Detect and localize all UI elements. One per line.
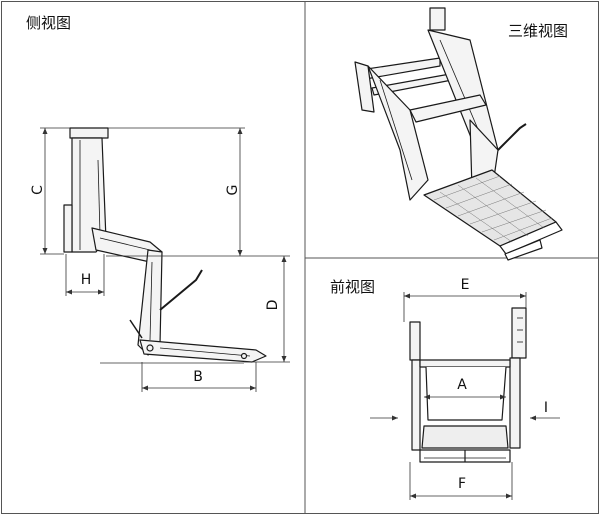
dim-label-d: D xyxy=(265,300,281,311)
dim-label-b: B xyxy=(193,369,203,385)
front-view-title: 前视图 xyxy=(330,278,376,296)
front-view-lift xyxy=(409,307,527,463)
dim-label-g: G xyxy=(225,185,241,196)
side-view-lift xyxy=(63,127,267,363)
dimension-labels: C G H D B E A I F xyxy=(30,185,548,492)
dim-label-h: H xyxy=(81,272,92,288)
front-view-dimension-arrows xyxy=(392,293,536,499)
iso-platform-mesh xyxy=(433,175,553,243)
dim-label-a: A xyxy=(457,377,467,393)
iso-view-title: 三维视图 xyxy=(508,22,569,40)
dim-label-c: C xyxy=(30,185,46,195)
side-view-title: 侧视图 xyxy=(26,14,72,32)
side-view-dimension-arrows xyxy=(42,128,287,391)
dim-label-e: E xyxy=(461,277,470,293)
dim-label-f: F xyxy=(458,476,466,492)
front-view-dimensions xyxy=(370,292,560,500)
iso-view-lift xyxy=(354,7,563,261)
side-view-dimensions xyxy=(40,127,290,392)
dim-label-i: I xyxy=(544,400,548,416)
